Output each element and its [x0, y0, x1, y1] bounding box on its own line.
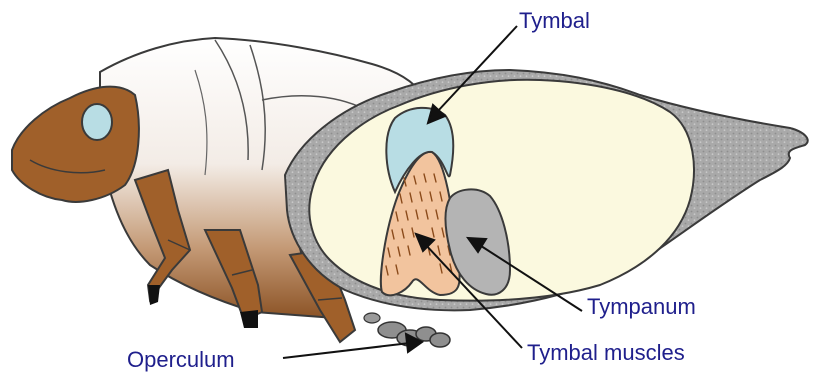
- label-tymbal-muscles: Tymbal muscles: [527, 342, 685, 364]
- compound-eye: [82, 104, 112, 140]
- label-tympanum: Tympanum: [587, 296, 696, 318]
- head: [12, 87, 139, 202]
- front-leg-foot: [148, 285, 160, 305]
- label-operculum: Operculum: [127, 349, 235, 371]
- middle-leg-foot: [240, 310, 258, 328]
- label-tymbal: Tymbal: [519, 10, 590, 32]
